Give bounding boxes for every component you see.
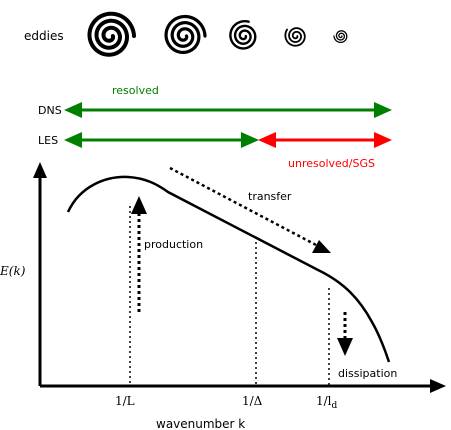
dns-label: DNS (38, 104, 62, 117)
y-axis-label: E(k) (0, 264, 26, 278)
les-unresolved-arrow (258, 132, 392, 148)
tick-label-dissipation: 1/ld (316, 394, 338, 411)
spiral-icon-smallest (333, 30, 348, 44)
dns-resolved-arrow (64, 102, 392, 118)
production-label: production (144, 238, 203, 251)
tick-label-integral: 1/L (115, 394, 135, 408)
tick-label-dissipation-sub: d (332, 401, 338, 411)
dissipation-label: dissipation (338, 367, 397, 380)
spiral-icon-largest (87, 11, 136, 57)
transfer-arrow (169, 166, 331, 253)
resolved-label: resolved (112, 84, 159, 97)
production-arrow (131, 196, 147, 312)
tick-label-dissipation-main: 1/l (316, 394, 332, 408)
spiral-icon-small (284, 27, 306, 47)
unresolved-label: unresolved/SGS (288, 157, 375, 170)
eddies-spirals (87, 11, 348, 57)
spiral-icon-medium (229, 20, 257, 50)
transfer-label: transfer (248, 190, 292, 203)
spiral-icon-large (164, 14, 207, 55)
x-axis (40, 379, 446, 393)
dissipation-arrow (337, 312, 353, 356)
y-axis (33, 162, 47, 386)
x-axis-label: wavenumber k (156, 417, 245, 430)
les-label: LES (38, 134, 58, 147)
les-resolved-arrow (64, 132, 259, 148)
energy-spectrum-curve (66, 175, 391, 363)
eddies-label: eddies (24, 29, 64, 43)
tick-label-filter: 1/Δ (242, 394, 263, 408)
